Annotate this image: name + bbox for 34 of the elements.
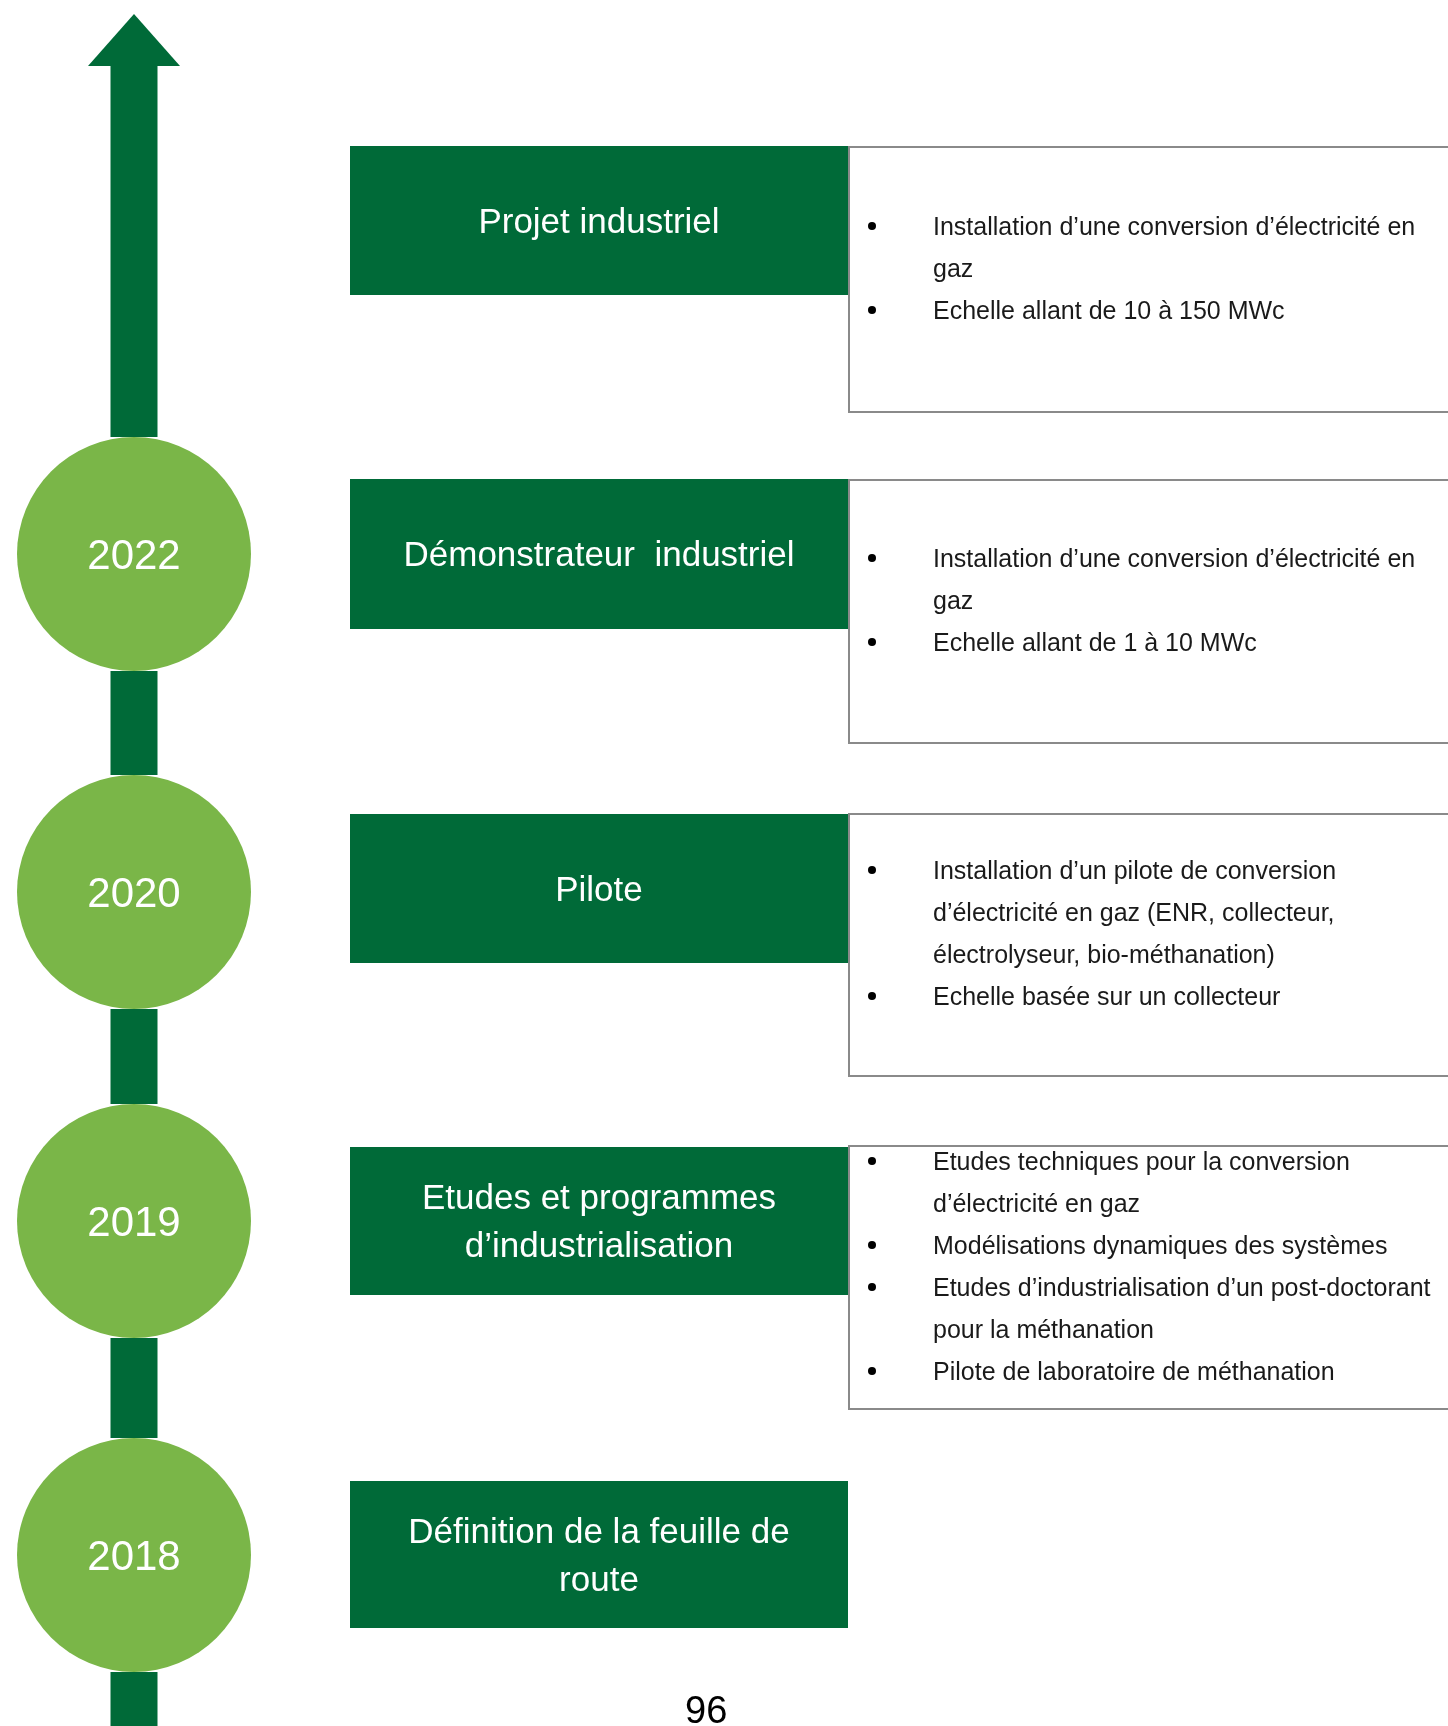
stage-title: Définition de la feuille de route <box>407 1509 791 1600</box>
bullet-text: Etudes techniques pour la conversion d’électricité en gaz <box>933 1145 1351 1219</box>
year-label: 2020 <box>87 867 181 918</box>
description-box <box>848 146 1448 413</box>
description-box <box>848 813 1448 1077</box>
bullet-text: Etudes d’industrialisation d’un post-doctorant pour la méthanation <box>933 1271 1432 1345</box>
page-number: 96 <box>685 1690 728 1726</box>
stage-box <box>350 479 848 629</box>
stage-title: Etudes et programmes d’industrialisation <box>420 1176 778 1266</box>
stage-title: Démonstrateur industriel <box>403 533 795 575</box>
stage-title: Pilote <box>555 867 643 910</box>
bullet-text: Installation d’une conversion d’électricité en gaz <box>933 210 1417 284</box>
bullet-text: Pilote de laboratoire de méthanation <box>933 1355 1335 1387</box>
bullet-text: Installation d’une conversion d’électricité en gaz <box>933 542 1417 616</box>
timeline-line <box>110 671 158 775</box>
timeline-arrow <box>88 14 180 437</box>
timeline-line <box>110 1338 158 1438</box>
bullet-text: Echelle allant de 10 à 150 MWc <box>933 294 1285 326</box>
timeline-line <box>110 1672 158 1726</box>
stage-box <box>350 1147 848 1295</box>
bullet-text: Echelle allant de 1 à 10 MWc <box>933 626 1257 658</box>
year-label: 2018 <box>87 1530 181 1581</box>
stage-title: Projet industriel <box>478 199 720 242</box>
stage-box <box>350 814 848 963</box>
timeline-line <box>110 1009 158 1104</box>
description-box <box>848 1145 1448 1410</box>
year-label: 2019 <box>87 1196 181 1247</box>
year-label: 2022 <box>87 529 181 580</box>
bullet-text: Installation d’un pilote de conversion d’électricité en gaz (ENR, collecteur, électrolyseur, bio-méthanation) <box>933 855 1338 970</box>
bullet-text: Modélisations dynamiques des systèmes <box>933 1229 1388 1261</box>
bullet-text: Echelle basée sur un collecteur <box>933 981 1281 1012</box>
stage-box <box>350 146 848 295</box>
stage-box <box>350 1481 848 1628</box>
description-box <box>848 479 1448 744</box>
